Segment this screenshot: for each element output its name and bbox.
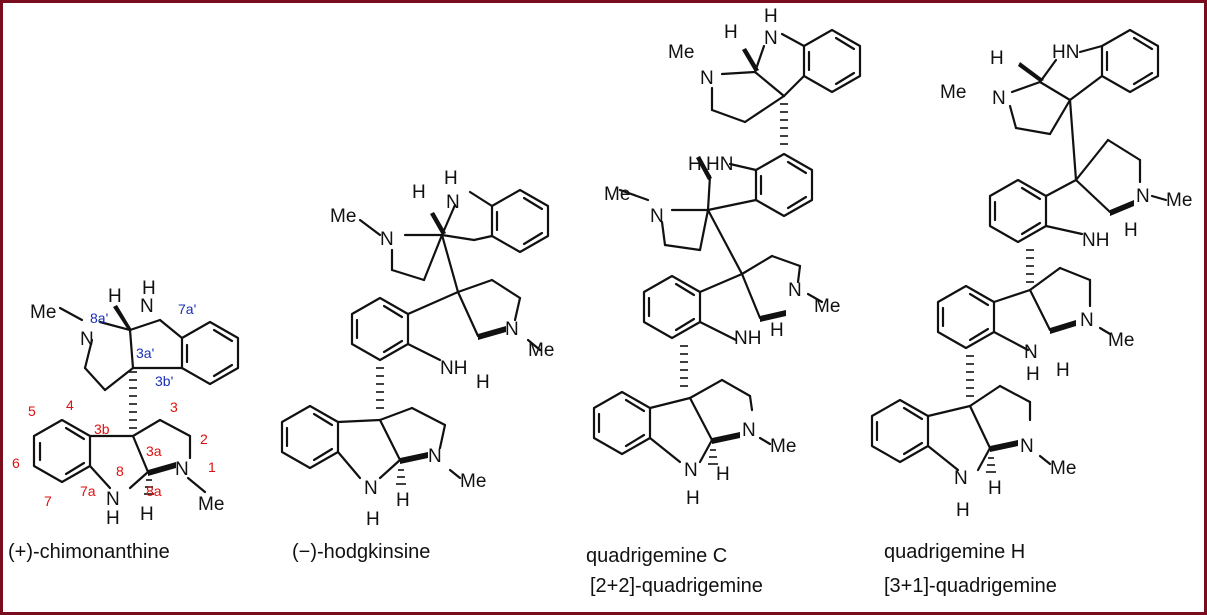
atom-n: N (1080, 310, 1094, 331)
atom-n: N (446, 192, 460, 213)
atom-n: N (788, 280, 802, 301)
atom-n: N (650, 206, 664, 227)
atom-nh: N (106, 489, 120, 510)
atom-n: N (992, 88, 1006, 109)
caption-quadrigemine-c: quadrigemine C (586, 545, 728, 567)
atom-me: Me (814, 296, 840, 317)
atom-me: Me (940, 82, 966, 103)
atom-me: Me (1108, 330, 1134, 351)
atom-n: N (428, 446, 442, 467)
chimonanthine-structure: Me N H N H N Me N H H 8a' 7a' 3a' 3b' 4 … (12, 278, 240, 529)
hodgkinsine-structure: Me N H N H N Me NH H N Me N H H (280, 168, 554, 530)
atom-h: H (716, 464, 730, 485)
atom-n: N (380, 229, 394, 250)
atom-nh: NH (734, 328, 761, 349)
atom-h: H (724, 22, 738, 43)
locant: 3a (146, 443, 162, 459)
atom-nh-h: H (1026, 364, 1040, 385)
atom-hn: HN (706, 154, 733, 175)
atom-nh: NH (440, 358, 467, 379)
atom-me: Me (770, 436, 796, 457)
atom-h: H (1056, 360, 1070, 381)
atom-n: N (700, 68, 714, 89)
atom-n: N (1136, 186, 1150, 207)
atom-me: Me (604, 184, 630, 205)
caption-hodgkinsine: (−)-hodgkinsine (292, 541, 431, 563)
locant: 3a' (136, 345, 154, 361)
atom-h: H (476, 372, 490, 393)
locant: 8 (116, 463, 124, 479)
atom-me: Me (198, 494, 224, 515)
atom-me: Me (460, 471, 486, 492)
locant: 2 (200, 431, 208, 447)
locant: 8a' (90, 310, 108, 326)
locant: 7a (80, 483, 96, 499)
atom-me: Me (1166, 190, 1192, 211)
atom-nh-n: N (140, 296, 154, 317)
atom-h: H (770, 320, 784, 341)
locant: 5 (28, 403, 36, 419)
atom-h: H (444, 168, 458, 189)
locant: 1 (208, 459, 216, 475)
locant: 8a (146, 483, 162, 499)
locant: 3 (170, 399, 178, 415)
atom-h: H (412, 182, 426, 203)
quadrigemine-c-structure: Me N H N H Me N H HN N Me NH H N Me N H … (592, 6, 862, 509)
atom-me: Me (30, 302, 56, 323)
atom-h: H (108, 286, 122, 307)
caption-quadrigemine-c-subtitle: [2+2]-quadrigemine (590, 575, 763, 597)
atom-n: N (80, 329, 94, 350)
locant: 3b (94, 421, 110, 437)
quadrigemine-h-structure: Me N H HN N Me NH H N Me N H H N Me N H … (870, 28, 1192, 521)
atom-me: Me (330, 206, 356, 227)
atom-h: H (764, 6, 778, 27)
caption-quadrigemine-h: quadrigemine H (884, 541, 1026, 563)
atom-h: H (990, 48, 1004, 69)
atom-h: H (688, 154, 702, 175)
atom-me: Me (528, 340, 554, 361)
atom-nh-n: N (1024, 342, 1038, 363)
locant: 4 (66, 397, 74, 413)
atom-hn: HN (1052, 42, 1079, 63)
atom-nh-h: H (366, 509, 380, 530)
atom-nh-n: N (684, 460, 698, 481)
locant: 7 (44, 493, 52, 509)
locant: 3b' (155, 373, 173, 389)
atom-h: H (396, 490, 410, 511)
atom-nh: NH (1082, 230, 1109, 251)
atom-me: Me (1050, 458, 1076, 479)
atom-nh-n: N (364, 478, 378, 499)
atom-h: H (140, 504, 154, 525)
atom-n: N (505, 319, 519, 340)
atom-nh-h: H (686, 488, 700, 509)
atom-nh-h: H (956, 500, 970, 521)
locant: 7a' (178, 301, 196, 317)
atom-nh-n: N (954, 468, 968, 489)
caption-chimonanthine: (+)-chimonanthine (8, 541, 170, 563)
atom-nh-h: H (142, 278, 156, 299)
atom-h: H (988, 478, 1002, 499)
atom-n: N (742, 420, 756, 441)
caption-quadrigemine-h-subtitle: [3+1]-quadrigemine (884, 575, 1057, 597)
atom-h: H (106, 508, 120, 529)
atom-n: N (175, 459, 189, 480)
locant: 6 (12, 455, 20, 471)
atom-n: N (764, 28, 778, 49)
atom-h: H (1124, 220, 1138, 241)
atom-n: N (1020, 436, 1034, 457)
atom-me: Me (668, 42, 694, 63)
